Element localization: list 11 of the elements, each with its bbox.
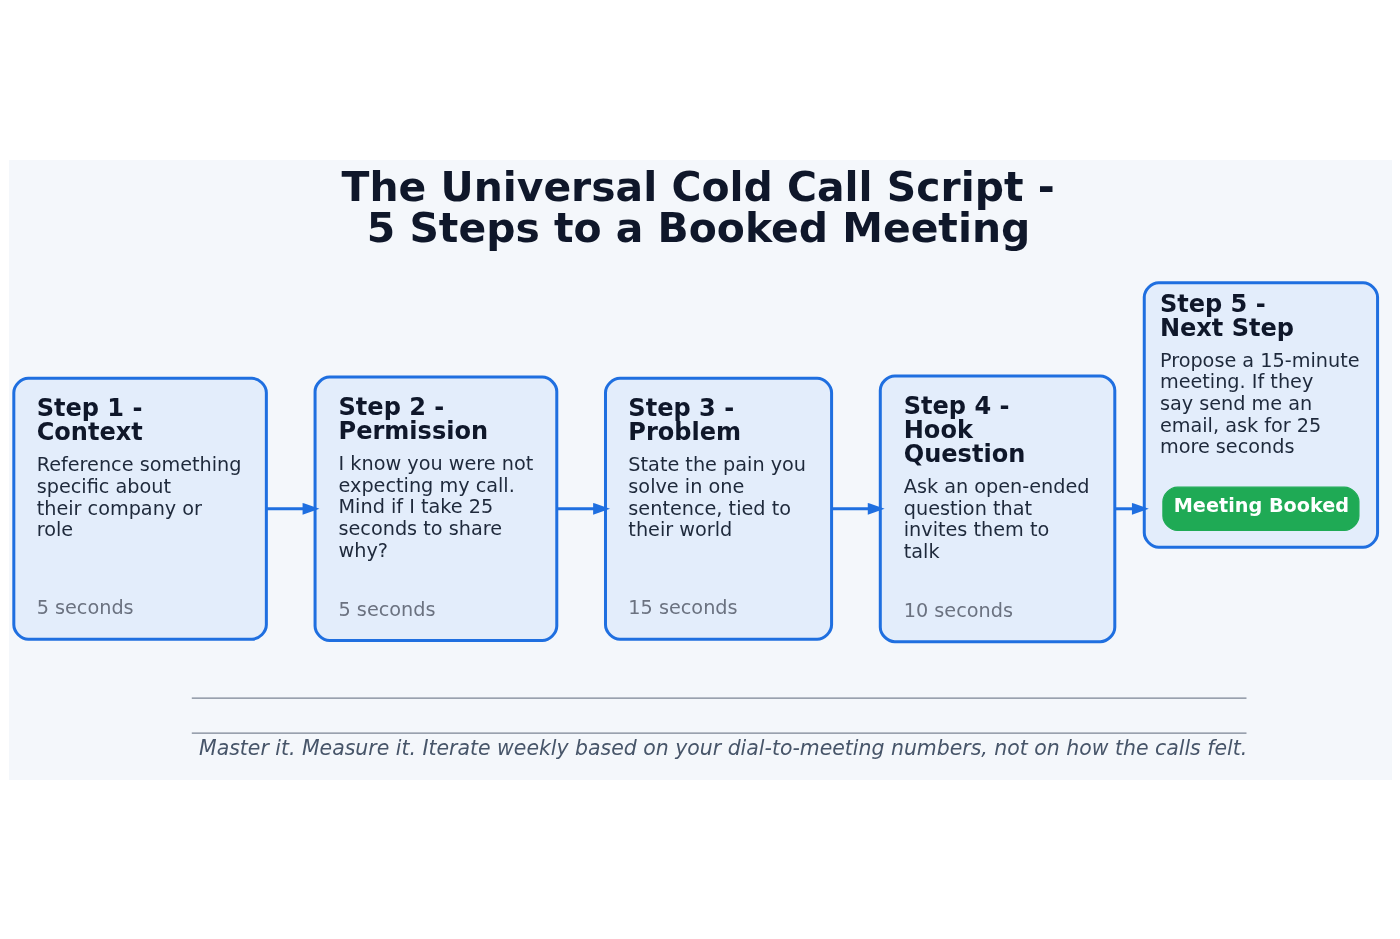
- arrow: [266, 502, 319, 515]
- arrow: [556, 502, 610, 515]
- diagram-title: The Universal Cold Call Script - 5 Steps to a Booked Meeting: [341, 162, 1055, 252]
- node-box: Step 2 - Permission I know you were not expecting my call. Mind if I take 25 seconds to share why? 5 seconds: [313, 375, 558, 642]
- node-box: Step 3 - Problem State the pain you solve in one sentence, tied to their world 15 seconds: [603, 376, 833, 641]
- node-box: Step 1 - Context Reference something specific about their company or role 5 seconds: [11, 376, 268, 641]
- arrow: [831, 502, 885, 515]
- caption: Master it. Measure it. Iterate weekly based on your dial-to-meeting numbers, not on how the calls felt.: [198, 735, 1247, 760]
- node-box: Step 4 - Hook Question Ask an open-ended question that invites them to talk 10 seconds: [878, 373, 1116, 643]
- node-box: Meeting Booked: [1161, 486, 1360, 531]
- arrow: [1114, 502, 1149, 515]
